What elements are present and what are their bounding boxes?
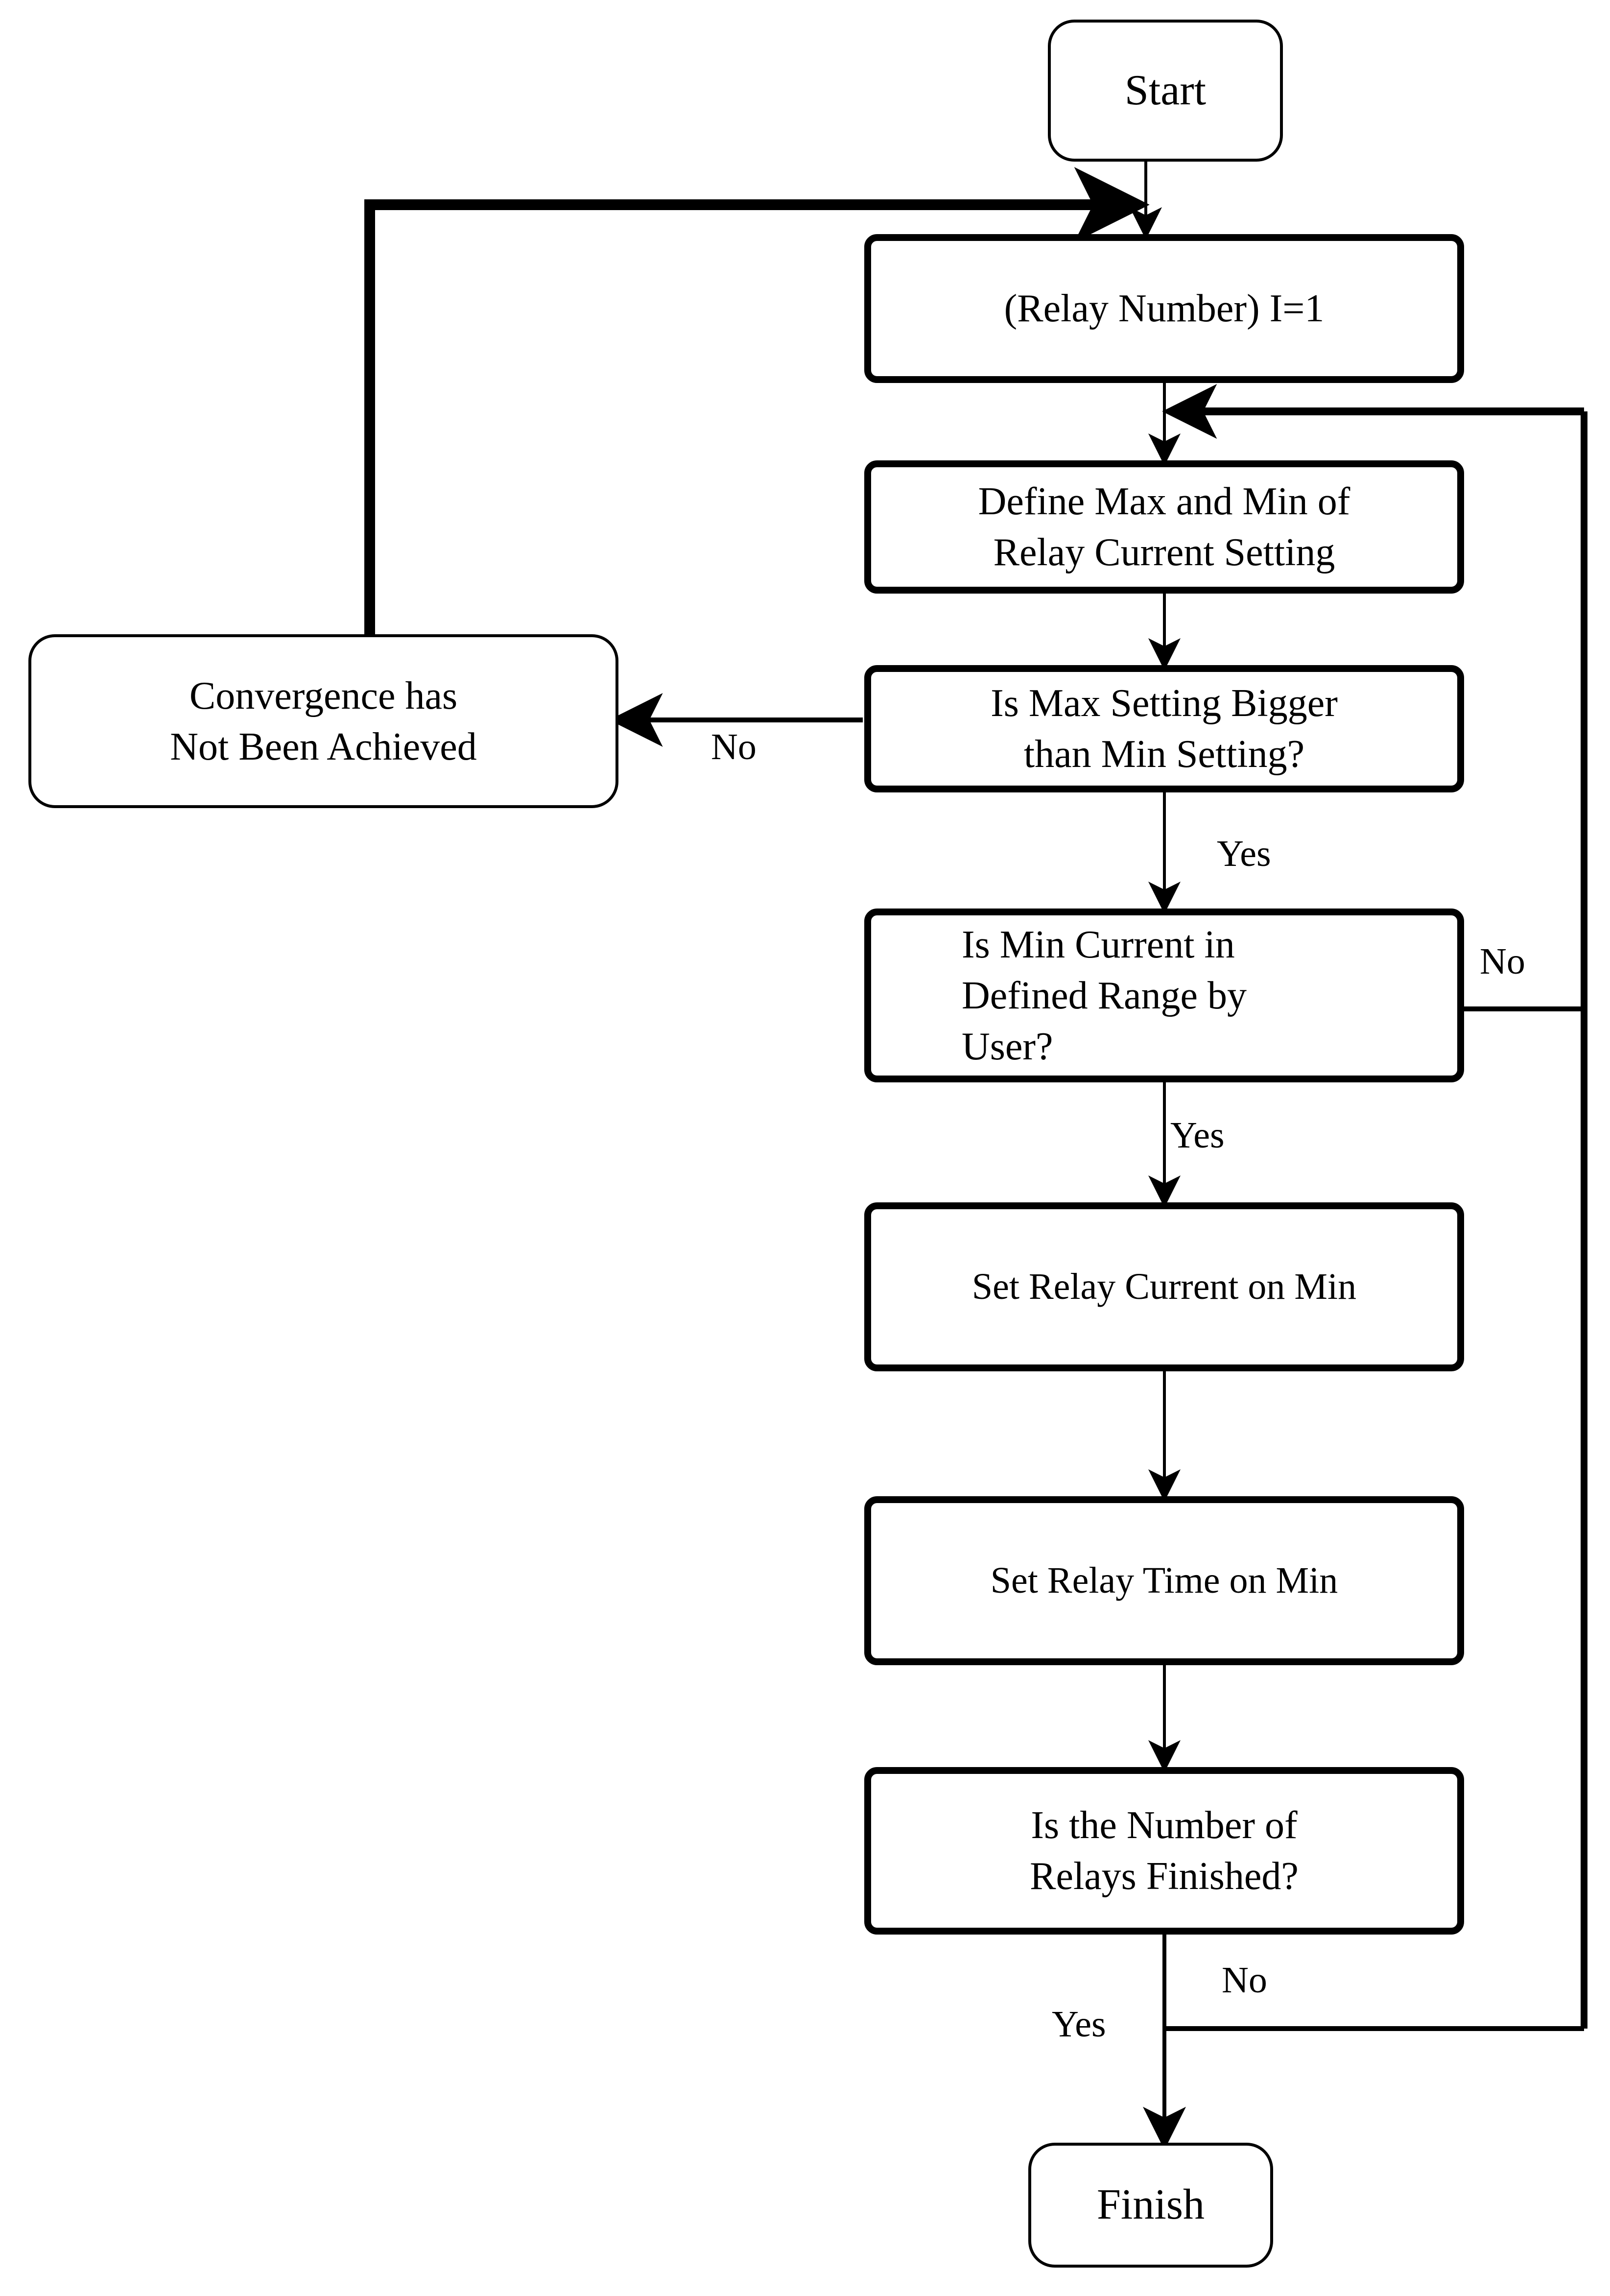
node-relay-number[interactable]: (Relay Number) I=1 (864, 234, 1464, 383)
node-define-minmax[interactable]: Define Max and Min of Relay Current Sett… (864, 460, 1464, 594)
node-convergence[interactable]: Convergence has Not Been Achieved (28, 634, 618, 808)
node-finish-label: Finish (1096, 2181, 1205, 2229)
node-max-gt-min-label: Is Max Setting Bigger than Min Setting? (991, 682, 1338, 776)
node-define-minmax-label: Define Max and Min of Relay Current Sett… (978, 480, 1350, 574)
node-min-in-range-label: Is Min Current in Defined Range by User? (962, 923, 1247, 1068)
edge-label-min-in-range-yes: Yes (1170, 1115, 1225, 1156)
node-relays-done-label: Is the Number of Relays Finished? (1030, 1804, 1299, 1898)
node-relay-number-label: (Relay Number) I=1 (1004, 287, 1325, 330)
edge-label-relays-done-yes: Yes (1052, 2004, 1106, 2045)
edge-label-relays-done-no: No (1222, 1960, 1267, 2001)
node-start[interactable]: Start (1048, 20, 1283, 162)
node-start-label: Start (1124, 66, 1207, 114)
node-relays-done[interactable]: Is the Number of Relays Finished? (864, 1767, 1464, 1935)
node-finish[interactable]: Finish (1028, 2143, 1273, 2268)
node-set-current[interactable]: Set Relay Current on Min (864, 1202, 1464, 1371)
node-min-in-range[interactable]: Is Min Current in Defined Range by User? (864, 909, 1464, 1082)
node-convergence-label: Convergence has Not Been Achieved (170, 674, 477, 768)
edge-label-max-gt-min-yes: Yes (1217, 833, 1271, 874)
edge-label-max-gt-min-no: No (711, 726, 757, 767)
node-max-gt-min[interactable]: Is Max Setting Bigger than Min Setting? (864, 665, 1464, 792)
edge-label-min-in-range-no: No (1480, 941, 1525, 982)
node-set-current-label: Set Relay Current on Min (971, 1266, 1357, 1308)
node-set-time[interactable]: Set Relay Time on Min (864, 1496, 1464, 1665)
node-set-time-label: Set Relay Time on Min (990, 1560, 1338, 1602)
